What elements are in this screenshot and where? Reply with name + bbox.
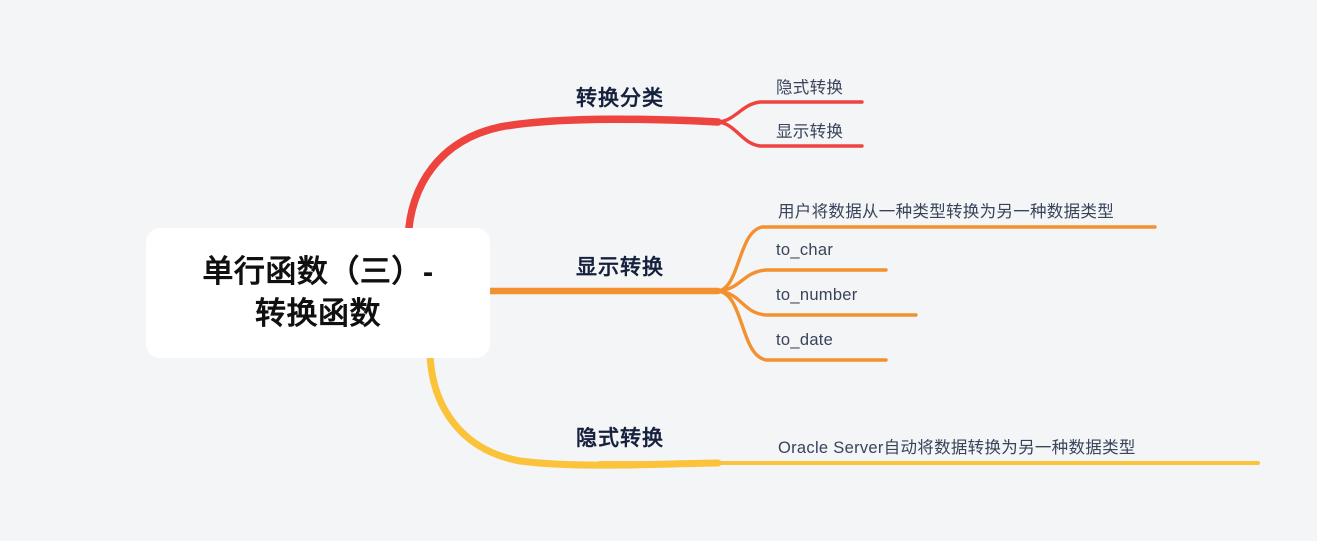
- child-label-explicit-conversion[interactable]: 显示转换: [776, 123, 844, 141]
- root-node-title: 单行函数（三）- 转换函数: [202, 254, 434, 331]
- child-label-implicit-conversion[interactable]: 隐式转换: [776, 79, 844, 97]
- child-label-to-number[interactable]: to_number: [776, 286, 858, 304]
- root-node[interactable]: 单行函数（三）- 转换函数: [146, 228, 490, 358]
- child-label-to-char[interactable]: to_char: [776, 241, 834, 259]
- connector-trunk-red: [404, 115, 722, 244]
- connector-trunk-red-taper: [558, 117, 720, 124]
- branch-label-implicit-conversion[interactable]: 隐式转换: [576, 427, 664, 450]
- child-label-oracle-auto-converts[interactable]: Oracle Server自动将数据转换为另一种数据类型: [778, 439, 1136, 457]
- connector-trunk-yellow: [426, 350, 722, 469]
- child-label-to-date[interactable]: to_date: [776, 331, 834, 349]
- branch-label-explicit-conversion[interactable]: 显示转换: [576, 256, 664, 279]
- child-label-user-converts-datatype[interactable]: 用户将数据从一种类型转换为另一种数据类型: [778, 203, 1114, 221]
- branch-label-conversion-category[interactable]: 转换分类: [576, 87, 664, 110]
